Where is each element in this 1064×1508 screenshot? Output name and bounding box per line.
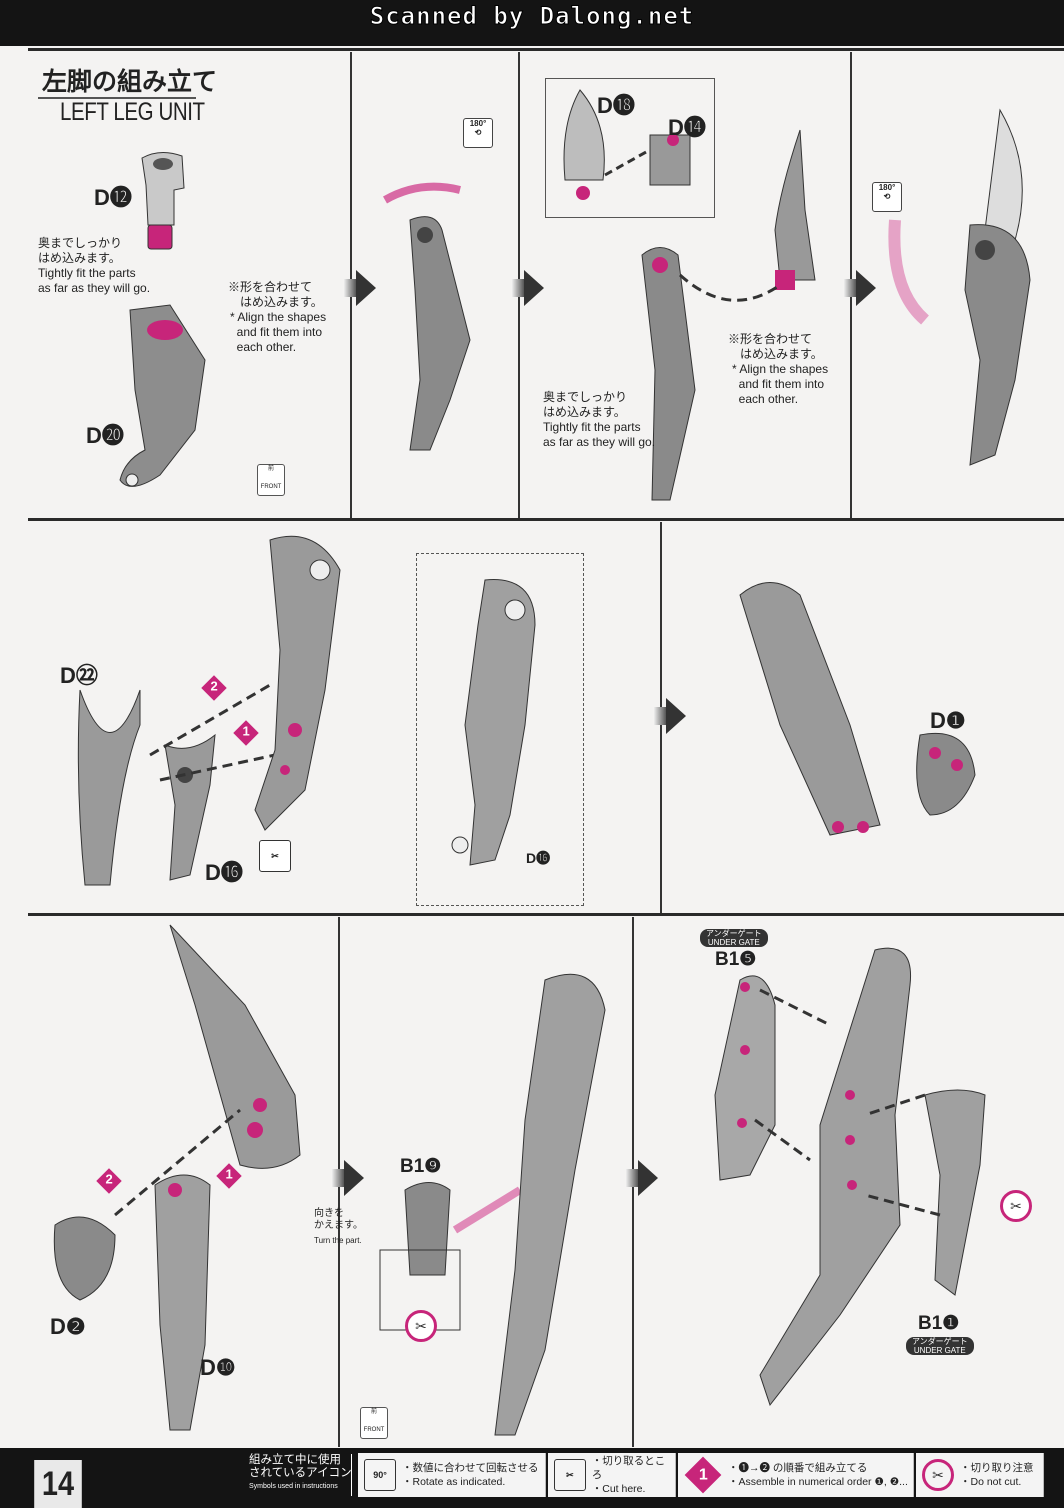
rotate-icon-text: 90°	[373, 1470, 387, 1480]
row-divider	[28, 518, 1064, 521]
next-step-arrow-icon	[512, 270, 544, 306]
part-label-d18: D⓲	[597, 93, 635, 118]
note-align-en: * Align the shapes and fit them into eac…	[230, 310, 327, 354]
legend-title-en: Symbols used in instructions	[249, 1483, 338, 1490]
under-gate-en: UNDER GATE	[707, 938, 760, 947]
legend-jp: ・❶→❷ の順番で組み立てる	[728, 1462, 868, 1474]
step-num: 2	[210, 678, 218, 694]
legend-item-no-cut: ✂ ・切り取り注意・Do not cut.	[916, 1453, 1044, 1497]
front-icon: 前 FRONT	[257, 464, 285, 496]
rotate-icon: 90°	[364, 1459, 396, 1491]
part-d22-d16	[77, 683, 276, 886]
part-leg-assembly	[739, 582, 976, 836]
detail-box	[545, 78, 715, 218]
legend-item-rotate: 90° ・数値に合わせて回転させる・Rotate as indicated.	[358, 1453, 546, 1497]
under-gate-en: UNDER GATE	[913, 1346, 966, 1355]
section-title-jp: 左脚の組み立て	[42, 67, 218, 96]
legend-en: ・Do not cut.	[960, 1476, 1022, 1488]
legend-jp: ・切り取り注意	[960, 1462, 1034, 1474]
row-divider	[28, 913, 1064, 916]
part-d12	[141, 152, 185, 250]
legend-item-order: 1 ・❶→❷ の順番で組み立てる・Assemble in numerical o…	[678, 1453, 914, 1497]
step-order-text: 1	[698, 1466, 708, 1483]
part-label-d16: D⓰	[205, 860, 243, 885]
part-label-d16: D⓰	[526, 850, 551, 866]
note-align-en: * Align the shapes and fit them into eac…	[732, 362, 829, 406]
rotate-label: 180°	[878, 183, 896, 192]
part-d20	[119, 304, 206, 487]
note-turn-jp: 向きを かえます。	[314, 1208, 363, 1231]
nipper-icon: ✂	[259, 840, 291, 872]
note-turn-en: Turn the part.	[314, 1236, 362, 1245]
front-jp: 前	[370, 1409, 377, 1415]
next-step-arrow-icon	[344, 270, 376, 306]
note-tight-jp: 奥までしっかり はめ込みます。	[38, 236, 123, 265]
note-align-jp: ※形を合わせて はめ込みます。	[228, 280, 323, 309]
part-label-d2: D❷	[50, 1314, 86, 1339]
part-label-d14: D⓮	[668, 115, 706, 140]
part-leg-assembly	[888, 108, 1031, 466]
part-leg-assembly	[451, 579, 536, 866]
part-d18-d14	[563, 89, 691, 200]
legend-jp: ・数値に合わせて回転させる	[402, 1462, 539, 1474]
do-not-cut-icon: ✂	[922, 1459, 954, 1491]
legend-title-jp: 組み立て中に使用 されているアイコン	[249, 1454, 352, 1479]
legend-en: ・Rotate as indicated.	[402, 1476, 506, 1488]
next-step-arrow-icon	[844, 270, 876, 306]
result-box	[416, 553, 584, 906]
page-number: 14	[34, 1460, 82, 1508]
note-tight-en: Tightly fit the parts as far as they wil…	[38, 266, 151, 295]
part-leg-b19	[379, 973, 606, 1436]
nipper-icon: ✂	[554, 1459, 586, 1491]
part-leg-assembly	[254, 535, 341, 831]
step-num: 2	[105, 1171, 113, 1187]
part-leg-d2-d10	[53, 924, 301, 1431]
do-not-cut-icon: ✂	[1000, 1190, 1032, 1222]
front-en: FRONT	[260, 484, 282, 490]
part-label-d1: D❶	[930, 708, 966, 733]
legend-title: 組み立て中に使用 されているアイコン Symbols used in instr…	[249, 1454, 352, 1496]
under-gate-jp: アンダーゲート	[912, 1337, 968, 1346]
legend-en: ・Assemble in numerical order ❶, ❷...	[728, 1476, 908, 1488]
step-num: 1	[225, 1166, 233, 1182]
part-label-d12: D⓬	[94, 185, 132, 210]
front-jp: 前	[267, 466, 274, 472]
legend-jp: ・切り取るところ	[591, 1455, 666, 1481]
part-label-b15: B1❺	[715, 949, 757, 970]
title-rule	[38, 97, 196, 99]
note-tight-jp: 奥までしっかり はめ込みます。	[543, 390, 628, 419]
part-leg-final	[714, 947, 986, 1407]
next-step-arrow-icon	[654, 698, 686, 734]
note-align-jp: ※形を合わせて はめ込みます。	[728, 332, 823, 361]
rotate-label: 180°	[469, 119, 487, 128]
instruction-page: Scanned by Dalong.net 左脚の組み立て LEFT LEG U…	[0, 0, 1064, 1448]
part-label-d22: D㉒	[60, 663, 98, 688]
note-tight-en: Tightly fit the parts as far as they wil…	[543, 420, 656, 449]
next-step-arrow-icon	[332, 1160, 364, 1196]
top-divider	[28, 48, 1064, 51]
part-label-b11: B1❶	[918, 1313, 960, 1334]
legend-item-cut: ✂ ・切り取るところ・Cut here.	[548, 1453, 676, 1497]
rotate-180-icon: 180°⟲	[872, 182, 902, 212]
part-label-d10: D❿	[200, 1355, 236, 1380]
front-icon: 前 FRONT	[360, 1407, 388, 1439]
part-label-b19: B1❾	[400, 1156, 442, 1177]
front-en: FRONT	[363, 1427, 385, 1433]
rotate-180-icon: 180°⟲	[463, 118, 493, 148]
part-leg-assembly	[641, 129, 816, 501]
part-label-d20: D⓴	[86, 423, 124, 448]
next-step-arrow-icon	[626, 1160, 658, 1196]
scan-header	[0, 0, 1064, 46]
legend-en: ・Cut here.	[591, 1483, 646, 1495]
section-title-en: LEFT LEG UNIT	[60, 98, 205, 126]
do-not-cut-icon: ✂	[405, 1310, 437, 1342]
under-gate-jp: アンダーゲート	[706, 929, 762, 938]
step-order-icon: 1	[684, 1456, 722, 1494]
watermark: Scanned by Dalong.net	[369, 2, 695, 31]
part-leg-assembly	[383, 182, 471, 451]
